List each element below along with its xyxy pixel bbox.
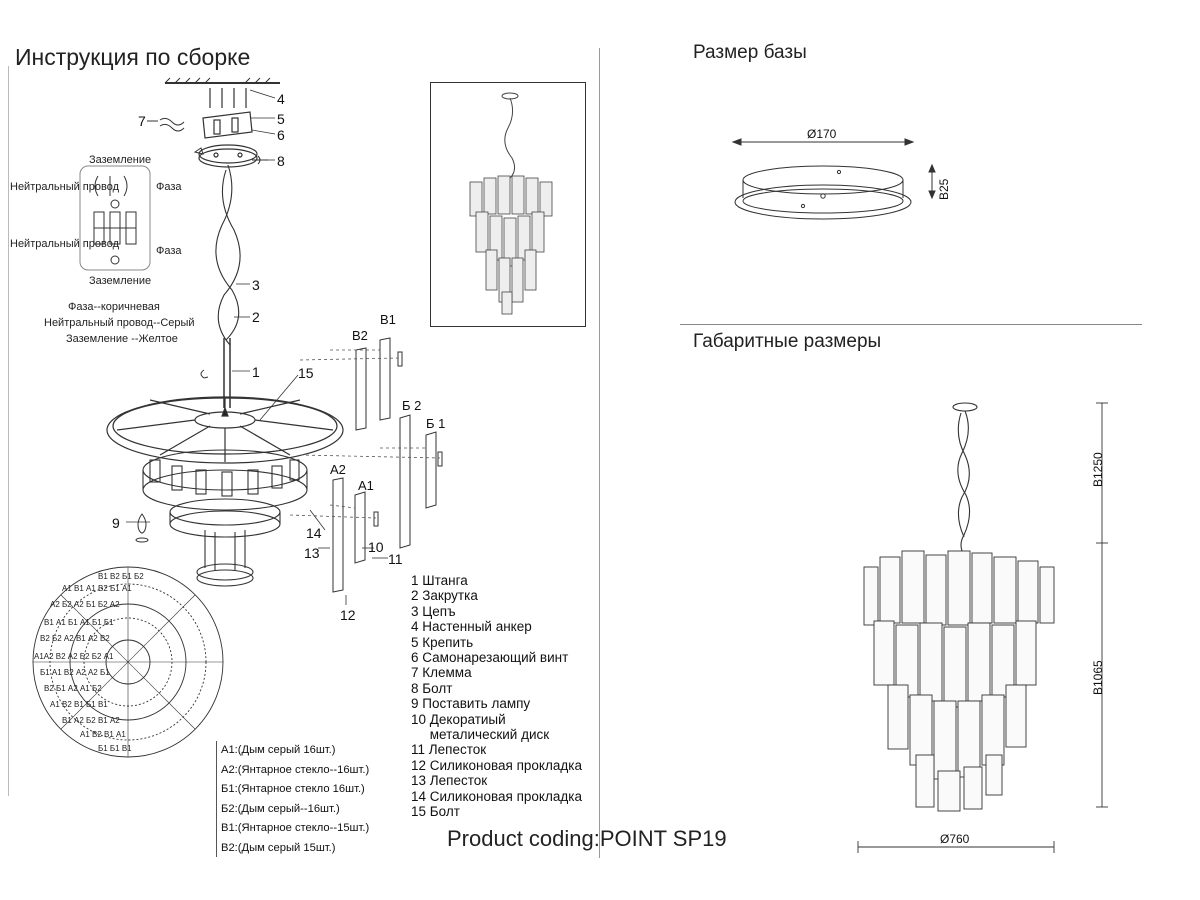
- overall-diameter: Ø760: [940, 832, 970, 846]
- base-size-title: Размер базы: [693, 42, 807, 63]
- callout-3: 3: [252, 277, 260, 293]
- wire-color-neutral: Нейтральный провод--Серый: [44, 317, 195, 329]
- glass-types-list: А1:(Дым серый 16шт.) А2:(Янтарное стекло…: [216, 741, 376, 857]
- callout-12: 12: [340, 607, 356, 623]
- wiring-neutral-2: Нейтральный провод: [10, 238, 120, 250]
- petal-placement-map: [32, 566, 224, 758]
- section-divider: [680, 324, 1142, 325]
- overall-dimensions-drawing: B1250 B1065 Ø760: [857, 402, 1108, 853]
- callout-1: 1: [252, 364, 260, 380]
- lower-ring: [169, 498, 281, 587]
- wiring-box: [79, 165, 151, 271]
- overall-size-title: Габаритные размеры: [693, 331, 882, 352]
- mounting-bracket: [198, 88, 258, 168]
- parts-legend-item: 10 Декоратиый: [411, 711, 506, 727]
- callout-15: 15: [298, 365, 314, 381]
- callout-10: 10: [368, 539, 384, 555]
- callout-11: 11: [388, 551, 403, 567]
- petal-label-a1: А1: [358, 478, 374, 493]
- middle-ring: [142, 449, 308, 511]
- chain: [215, 164, 241, 346]
- parts-legend-item: 11 Лепесток: [411, 742, 487, 758]
- callout-5: 5: [277, 111, 285, 127]
- callout-4: 4: [277, 91, 285, 107]
- petal-map-labels: В1 В2 Б1 Б2 А1 В1 А1 В2 Б1 А1 А2 Б2 А2 Б…: [34, 572, 144, 753]
- parts-legend-item: 6 Самонарезающий винт: [411, 650, 569, 666]
- parts-legend-item: 13 Лепесток: [411, 773, 488, 789]
- parts-legend-item: 1 Штанга: [411, 573, 468, 588]
- parts-legend-item: 3 Цепъ: [411, 603, 456, 619]
- glass-type-item: Б2:(Дым серый--16шт.): [221, 802, 340, 815]
- parts-legend-item: 5 Крепить: [411, 634, 474, 650]
- wiring-ground-top: Заземление: [89, 154, 151, 166]
- chandelier-body: [863, 550, 1055, 812]
- callout-8: 8: [277, 153, 285, 169]
- callout-13: 13: [304, 545, 320, 561]
- parts-legend-item: 14 Силиконовая прокладка: [411, 788, 582, 804]
- rod: [200, 338, 231, 408]
- parts-legend-item: 2 Закрутка: [411, 588, 478, 604]
- parts-legend: 1 Штанга 2 Закрутка 3 Цепъ 4 Настенный а…: [411, 573, 582, 820]
- callout-7: 7: [138, 113, 146, 129]
- petal-label-a2: А2: [330, 462, 346, 477]
- base-diameter: Ø170: [807, 127, 837, 141]
- wiring-phase-2: Фаза: [156, 245, 182, 257]
- base-height: B25: [937, 178, 951, 200]
- assembly-diagram: 4 5 6 7 8 3 2 1 15 9 14 13 10 11 12 В2 В…: [10, 77, 445, 758]
- parts-legend-item: 9 Поставить лампу: [411, 696, 531, 712]
- callout-9: 9: [112, 515, 120, 531]
- glass-type-item: В2:(Дым серый 15шт.): [221, 841, 336, 854]
- product-preview-image: [430, 82, 586, 327]
- callout-14: 14: [306, 525, 322, 541]
- petal-label-b1: Б 1: [426, 416, 445, 431]
- wire-color-phase: Фаза--коричневая: [68, 301, 160, 313]
- petal-label-b2: Б 2: [402, 398, 421, 413]
- petal-label-v1: В1: [380, 312, 396, 327]
- parts-legend-item: 12 Силиконовая прокладка: [411, 757, 582, 773]
- petal-pieces: [332, 337, 443, 593]
- top-ring: [106, 396, 344, 464]
- product-coding: Product coding:POINT SP19: [447, 826, 727, 851]
- callout-6: 6: [277, 127, 285, 143]
- base-drawing: Ø170 B25: [731, 127, 951, 220]
- assembly-title: Инструкция по сборке: [15, 44, 251, 70]
- wiring-ground-bottom: Заземление: [89, 275, 151, 287]
- terminal-block: [147, 117, 185, 132]
- assembly-guides: [289, 349, 441, 519]
- petal-label-v2: В2: [352, 328, 368, 343]
- glass-type-item: А1:(Дым серый 16шт.): [221, 744, 336, 756]
- glass-type-item: В1:(Янтарное стекло--15шт.): [221, 822, 370, 834]
- overall-total-height: B1250: [1091, 452, 1105, 487]
- ceiling: [164, 77, 280, 84]
- parts-legend-item: металический диск: [411, 727, 550, 743]
- wire-color-ground: Заземление --Желтое: [66, 333, 178, 345]
- left-margin-line: [8, 66, 9, 796]
- parts-legend-item: 4 Настенный анкер: [411, 619, 532, 635]
- glass-type-item: А2:(Янтарное стекло--16шт.): [221, 763, 370, 776]
- wiring-neutral-1: Нейтральный провод: [10, 181, 120, 193]
- overall-body-height: B1065: [1091, 660, 1105, 695]
- parts-legend-item: 15 Болт: [411, 804, 460, 820]
- side-bolts: [193, 147, 268, 165]
- bulb-icon: [135, 513, 149, 543]
- vertical-divider: [599, 48, 600, 858]
- parts-legend-item: 8 Болт: [411, 680, 453, 696]
- wiring-phase-1: Фаза: [156, 181, 182, 193]
- glass-type-item: Б1:(Янтарное стекло 16шт.): [221, 783, 365, 795]
- parts-legend-item: 7 Клемма: [411, 665, 472, 681]
- callout-2: 2: [252, 309, 260, 325]
- callout-leaders: [126, 89, 388, 605]
